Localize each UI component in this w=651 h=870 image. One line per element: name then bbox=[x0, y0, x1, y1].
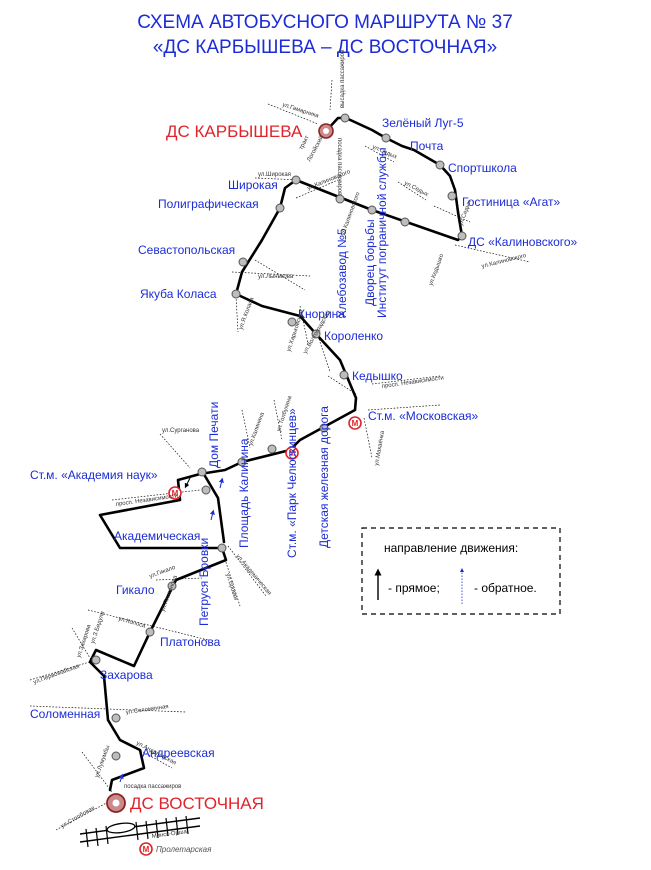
stop-label: Детская железная дорога bbox=[317, 406, 331, 548]
terminal-start-label: ДС КАРБЫШЕВА bbox=[166, 122, 303, 141]
legend-box bbox=[361, 527, 561, 615]
stop-label: Полиграфическая bbox=[158, 197, 259, 211]
street-label: посадка пассажиров bbox=[336, 138, 342, 195]
stop-label: Платонова bbox=[160, 635, 221, 649]
stop-label-institut-text: Институт пограничной службы bbox=[375, 147, 389, 318]
stop-label: Площадь Калинина bbox=[237, 438, 251, 548]
street-label: ул.Кедышко bbox=[428, 253, 445, 287]
stop-label: Короленко bbox=[324, 329, 383, 343]
stop-label: Ст.м. «Академия наук» bbox=[30, 468, 158, 482]
stop-label: Академическая bbox=[114, 529, 200, 543]
street-label: посадка пассажиров bbox=[124, 784, 181, 790]
map-title-line1: СХЕМА АВТОБУСНОГО МАРШРУТА № 37 bbox=[137, 12, 513, 33]
stop-label: Гикало bbox=[116, 583, 155, 597]
street-label: ул.Седых bbox=[458, 200, 473, 227]
route-line bbox=[88, 116, 464, 792]
stop-label: Дворец борьбы bbox=[363, 219, 377, 306]
street-label: ул.Лынькова bbox=[258, 274, 294, 280]
stop-label-institut: Институт пограничной службы bbox=[375, 147, 389, 318]
street-label: ул.Колоса bbox=[117, 616, 146, 630]
railway bbox=[79, 815, 201, 848]
stop-label: Ст.м. «Парк Челюскинцев» bbox=[285, 408, 299, 558]
street-label: ул.Калинина bbox=[248, 411, 266, 447]
svg-text:М: М bbox=[143, 845, 150, 854]
stop-label: Петруся Бровки bbox=[197, 538, 211, 626]
stop-label: Якуба Коласа bbox=[140, 287, 217, 301]
route-arrows bbox=[118, 477, 224, 783]
street-label: ул.Академическая bbox=[234, 553, 272, 596]
stop-label: Спортшкола bbox=[448, 161, 517, 175]
legend: направление движения: - прямое; - обратн… bbox=[361, 527, 561, 615]
street-label: ул.Соломенная bbox=[125, 704, 169, 716]
legend-forward-label: - прямое; bbox=[388, 581, 440, 595]
street-label: ул.Первомайская bbox=[32, 663, 80, 686]
street-label: ул.Сурганова bbox=[162, 428, 200, 434]
stop-label: Севастопольская bbox=[138, 243, 235, 257]
metro-icon-akademiya-nauk: М bbox=[168, 486, 182, 500]
svg-text:М: М bbox=[352, 419, 359, 428]
stop-labels-vertical: Хлебозавод №5 Дворец борьбы Институт пог… bbox=[197, 147, 389, 626]
street-label: Минск-Орша bbox=[151, 829, 188, 840]
street-label: ул.Я.Коласа bbox=[238, 296, 255, 331]
street-label: ул.Гамарника bbox=[281, 102, 319, 120]
street-label: ул.З.Бядули bbox=[90, 611, 106, 645]
stop-label: Гостиница «Агат» bbox=[462, 195, 560, 209]
stop-label: Андреевская bbox=[142, 746, 215, 760]
stop-label: Ст.м. «Московская» bbox=[368, 409, 479, 423]
street-label: ул.Бровки bbox=[224, 573, 238, 601]
svg-text:М: М bbox=[172, 489, 179, 498]
stop-label: Соломенная bbox=[30, 707, 100, 721]
street-label: ул.Широкая bbox=[258, 172, 291, 178]
stop-labels: Зелёный Луг-5 Почта Спортшкола Гостиница… bbox=[30, 116, 578, 760]
stop-label: Широкая bbox=[228, 178, 278, 192]
stop-label: Почта bbox=[410, 139, 444, 153]
stop-label: Захарова bbox=[100, 668, 153, 682]
street-label: ул.Макаёнка bbox=[374, 430, 386, 466]
stop-label: Хлебозавод №5 bbox=[335, 228, 349, 318]
stop-label: Кедышко bbox=[352, 369, 403, 383]
stop-label: ДС «Калиновского» bbox=[468, 235, 578, 249]
street-label: ул.Калиновского bbox=[481, 253, 528, 270]
stop-markers bbox=[91, 113, 467, 761]
route-bypass bbox=[203, 474, 226, 544]
metro-icon-park-chelyuskintsev: М bbox=[285, 446, 299, 460]
metro-icon-moskovskaya: М bbox=[348, 416, 362, 430]
street-label: ул.Седых bbox=[403, 180, 429, 198]
metro-icon-proletarskaya: М bbox=[139, 842, 153, 856]
terminal-start-marker bbox=[318, 123, 334, 139]
stop-label: Дом Печати bbox=[207, 402, 221, 468]
stop-label: Кнорина bbox=[298, 307, 345, 321]
street-label: высадка пассажиров bbox=[340, 50, 346, 108]
proletarskaya-label: Пролетарская bbox=[156, 845, 212, 854]
terminal-end-marker bbox=[106, 793, 126, 813]
legend-backward-label: - обратное. bbox=[474, 581, 537, 595]
map-title-line2: «ДС КАРБЫШЕВА – ДС ВОСТОЧНАЯ» bbox=[153, 37, 497, 58]
svg-text:М: М bbox=[289, 449, 296, 458]
street-label: ул.Столбовая bbox=[60, 805, 96, 829]
street-label: ул.Лумумбы bbox=[94, 745, 111, 779]
stop-label: Зелёный Луг-5 bbox=[382, 116, 464, 130]
terminal-end-label: ДС ВОСТОЧНАЯ bbox=[130, 794, 264, 813]
legend-title: направление движения: bbox=[384, 541, 518, 555]
street-label: ул.Калиновского bbox=[307, 169, 352, 192]
